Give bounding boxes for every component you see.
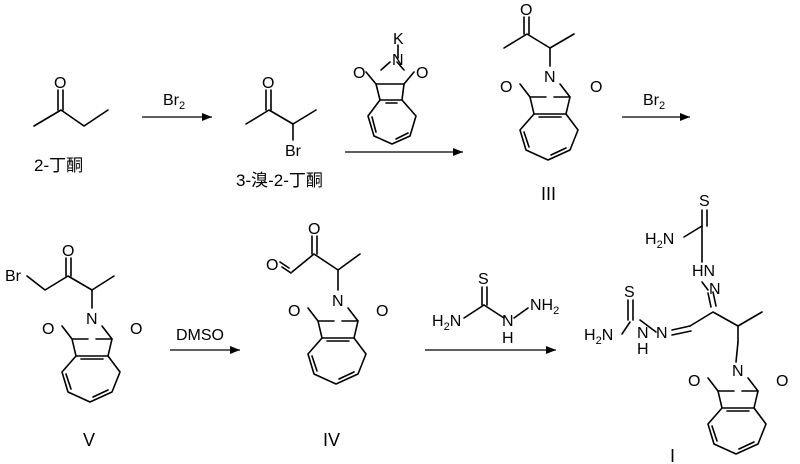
- atom-oxygen: O: [62, 243, 74, 260]
- arrowhead-icon: [230, 346, 240, 354]
- atom-oxygen: O: [590, 79, 602, 96]
- atom-oxygen: O: [42, 321, 54, 338]
- arrowhead-icon: [453, 148, 463, 156]
- compound-label-I: I: [670, 446, 675, 464]
- molecule-compound-III: O N O O: [500, 2, 602, 161]
- reagent-br2-2: Br2: [643, 92, 665, 112]
- atom-oxygen: O: [54, 75, 66, 92]
- atom-oxygen: O: [308, 221, 320, 238]
- arrowhead-icon: [202, 113, 212, 121]
- atom-amine-nh2: NH2: [530, 297, 559, 317]
- molecule-compound-IV: O O N O O: [266, 221, 388, 385]
- atom-oxygen: O: [376, 303, 388, 320]
- atom-oxygen: O: [520, 2, 532, 19]
- molecule-3-bromo-2-butanone: O Br: [245, 75, 317, 160]
- atom-sulfur: S: [624, 284, 635, 301]
- atom-nitrogen: N: [709, 281, 721, 298]
- atom-oxygen: O: [776, 373, 788, 390]
- atom-bromine: Br: [285, 143, 302, 160]
- atom-nh: N: [502, 313, 514, 330]
- atom-amine-h2n: H2N: [584, 327, 613, 347]
- molecule-2-butanone: O: [33, 75, 109, 127]
- compound-label-III: III: [541, 184, 556, 204]
- atom-nitrogen: N: [732, 363, 744, 380]
- atom-nitrogen: N: [656, 325, 668, 342]
- atom-sulfur: S: [478, 271, 489, 288]
- compound-label-V: V: [83, 430, 95, 450]
- arrowhead-icon: [546, 346, 556, 354]
- reagent-dmso: DMSO: [176, 327, 224, 344]
- arrowhead-icon: [680, 113, 690, 121]
- compound-name-3-bromo-2-butanone: 3-溴-2-丁酮: [236, 171, 323, 190]
- atom-nitrogen: N: [86, 311, 98, 328]
- atom-oxygen: O: [416, 65, 428, 82]
- atom-oxygen: O: [262, 75, 274, 92]
- atom-amine-h2n: H2N: [432, 313, 461, 333]
- atom-nitrogen: N: [392, 52, 404, 69]
- atom-oxygen: O: [353, 65, 365, 82]
- atom-h: H: [637, 341, 649, 358]
- molecule-compound-V: Br O N O O: [5, 243, 142, 403]
- atom-nh: HN: [692, 263, 715, 280]
- atom-h: H: [502, 330, 514, 347]
- atom-bromine: Br: [5, 268, 22, 285]
- atom-oxygen: O: [500, 79, 512, 96]
- atom-sulfur: S: [699, 193, 710, 210]
- atom-nitrogen: N: [332, 293, 344, 310]
- atom-oxygen: O: [288, 303, 300, 320]
- atom-potassium: K: [393, 31, 404, 48]
- compound-name-2-butanone: 2-丁酮: [34, 156, 83, 175]
- atom-nitrogen: N: [544, 69, 556, 86]
- molecule-thiosemicarbazide: S H2N N H NH2: [432, 271, 559, 347]
- reagent-br2-1: Br2: [163, 92, 185, 112]
- molecule-potassium-phthalimide: O N K O: [353, 31, 428, 145]
- molecule-compound-I: S H2N HN N N N H S H2N N O O: [584, 193, 788, 455]
- compound-label-IV: IV: [323, 430, 340, 450]
- atom-oxygen: O: [130, 321, 142, 338]
- atom-oxygen: O: [688, 373, 700, 390]
- atom-nh: N: [637, 325, 649, 342]
- atom-oxygen: O: [266, 257, 278, 274]
- atom-amine-h2n: H2N: [645, 231, 674, 251]
